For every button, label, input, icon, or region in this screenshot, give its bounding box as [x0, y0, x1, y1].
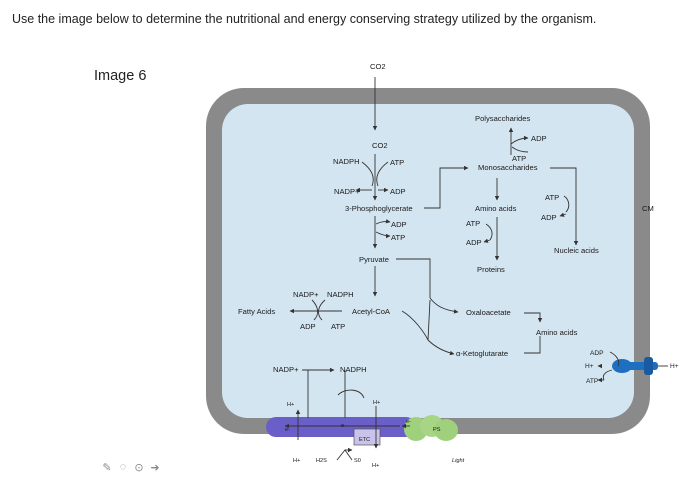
h2s-label: H2S: [316, 458, 327, 464]
atp-label: ATP: [586, 378, 599, 385]
pyruvate-label: Pyruvate: [359, 255, 389, 264]
monosaccharides-label: Monosaccharides: [478, 163, 538, 172]
nadp-label: NADP+: [293, 290, 319, 299]
co2-top-label: CO2: [370, 62, 386, 71]
atp-label: ATP: [466, 219, 480, 228]
photosystem-lobe: [434, 419, 458, 441]
nadp-label: NADP+: [273, 365, 299, 374]
cm-label: CM: [642, 204, 654, 213]
atp-label: ATP: [391, 233, 405, 242]
nadph-label: NADPH: [333, 157, 360, 166]
h-plus-label: H+: [293, 458, 300, 464]
light-label: Light: [452, 458, 465, 464]
co2-inner-label: CO2: [372, 141, 388, 150]
forward-arrow-icon[interactable]: ➜: [150, 461, 160, 474]
question-text: Use the image below to determine the nut…: [12, 12, 597, 26]
cytoplasm: [222, 104, 634, 418]
proteins-label: Proteins: [477, 265, 505, 274]
adp-label: ADP: [466, 238, 482, 247]
atp-label: ATP: [545, 193, 559, 202]
electron-label: e-: [406, 419, 411, 425]
nadph-label: NADPH: [340, 365, 367, 374]
atp-label: ATP: [390, 158, 404, 167]
pga-label: 3-Phosphoglycerate: [345, 204, 413, 213]
nadp-label: NADP+: [334, 187, 360, 196]
image-label: Image 6: [94, 68, 147, 84]
etc-label: ETC: [359, 437, 370, 443]
s0-label: S0: [354, 458, 361, 464]
h-plus-label: H+: [287, 402, 294, 408]
atp-synthase-channel: [644, 357, 653, 375]
comment-icon[interactable]: ◌: [119, 461, 127, 473]
amino-acids-label: Amino acids: [536, 328, 578, 337]
h-plus-label: H+: [373, 400, 380, 406]
etc-box: [353, 428, 381, 446]
adp-label: ADP: [300, 322, 316, 331]
nucleic-acids-label: Nucleic acids: [554, 246, 599, 255]
h-plus-label: H+: [585, 363, 594, 370]
ketoglutarate-label: α-Ketoglutarate: [456, 349, 508, 358]
pencil-icon[interactable]: ✎: [102, 461, 112, 474]
polysaccharides-label: Polysaccharides: [475, 114, 530, 123]
atp-label: ATP: [512, 154, 526, 163]
fatty-acids-label: Fatty Acids: [238, 307, 275, 316]
more-icon[interactable]: ⊙: [134, 461, 144, 474]
oxaloacetate-label: Oxaloacetate: [466, 308, 511, 317]
amino-acids-label: Amino acids: [475, 204, 517, 213]
atp-label: ATP: [331, 322, 345, 331]
electron-label: e-: [285, 427, 290, 433]
ps-label: PS: [433, 427, 441, 433]
adp-label: ADP: [541, 213, 557, 222]
h-plus-label: H+: [670, 363, 679, 370]
adp-label: ADP: [590, 350, 604, 357]
adp-label: ADP: [391, 220, 407, 229]
annotation-toolbar: ✎ ◌ ⊙ ➜: [100, 460, 162, 474]
nadph-label: NADPH: [327, 290, 354, 299]
acetyl-coa-label: Acetyl-CoA: [352, 307, 391, 316]
adp-label: ADP: [390, 187, 406, 196]
adp-label: ADP: [531, 134, 547, 143]
h-plus-label: H+: [372, 463, 379, 469]
atp-synthase-head: [612, 359, 632, 373]
electron-label: e-: [341, 423, 346, 429]
